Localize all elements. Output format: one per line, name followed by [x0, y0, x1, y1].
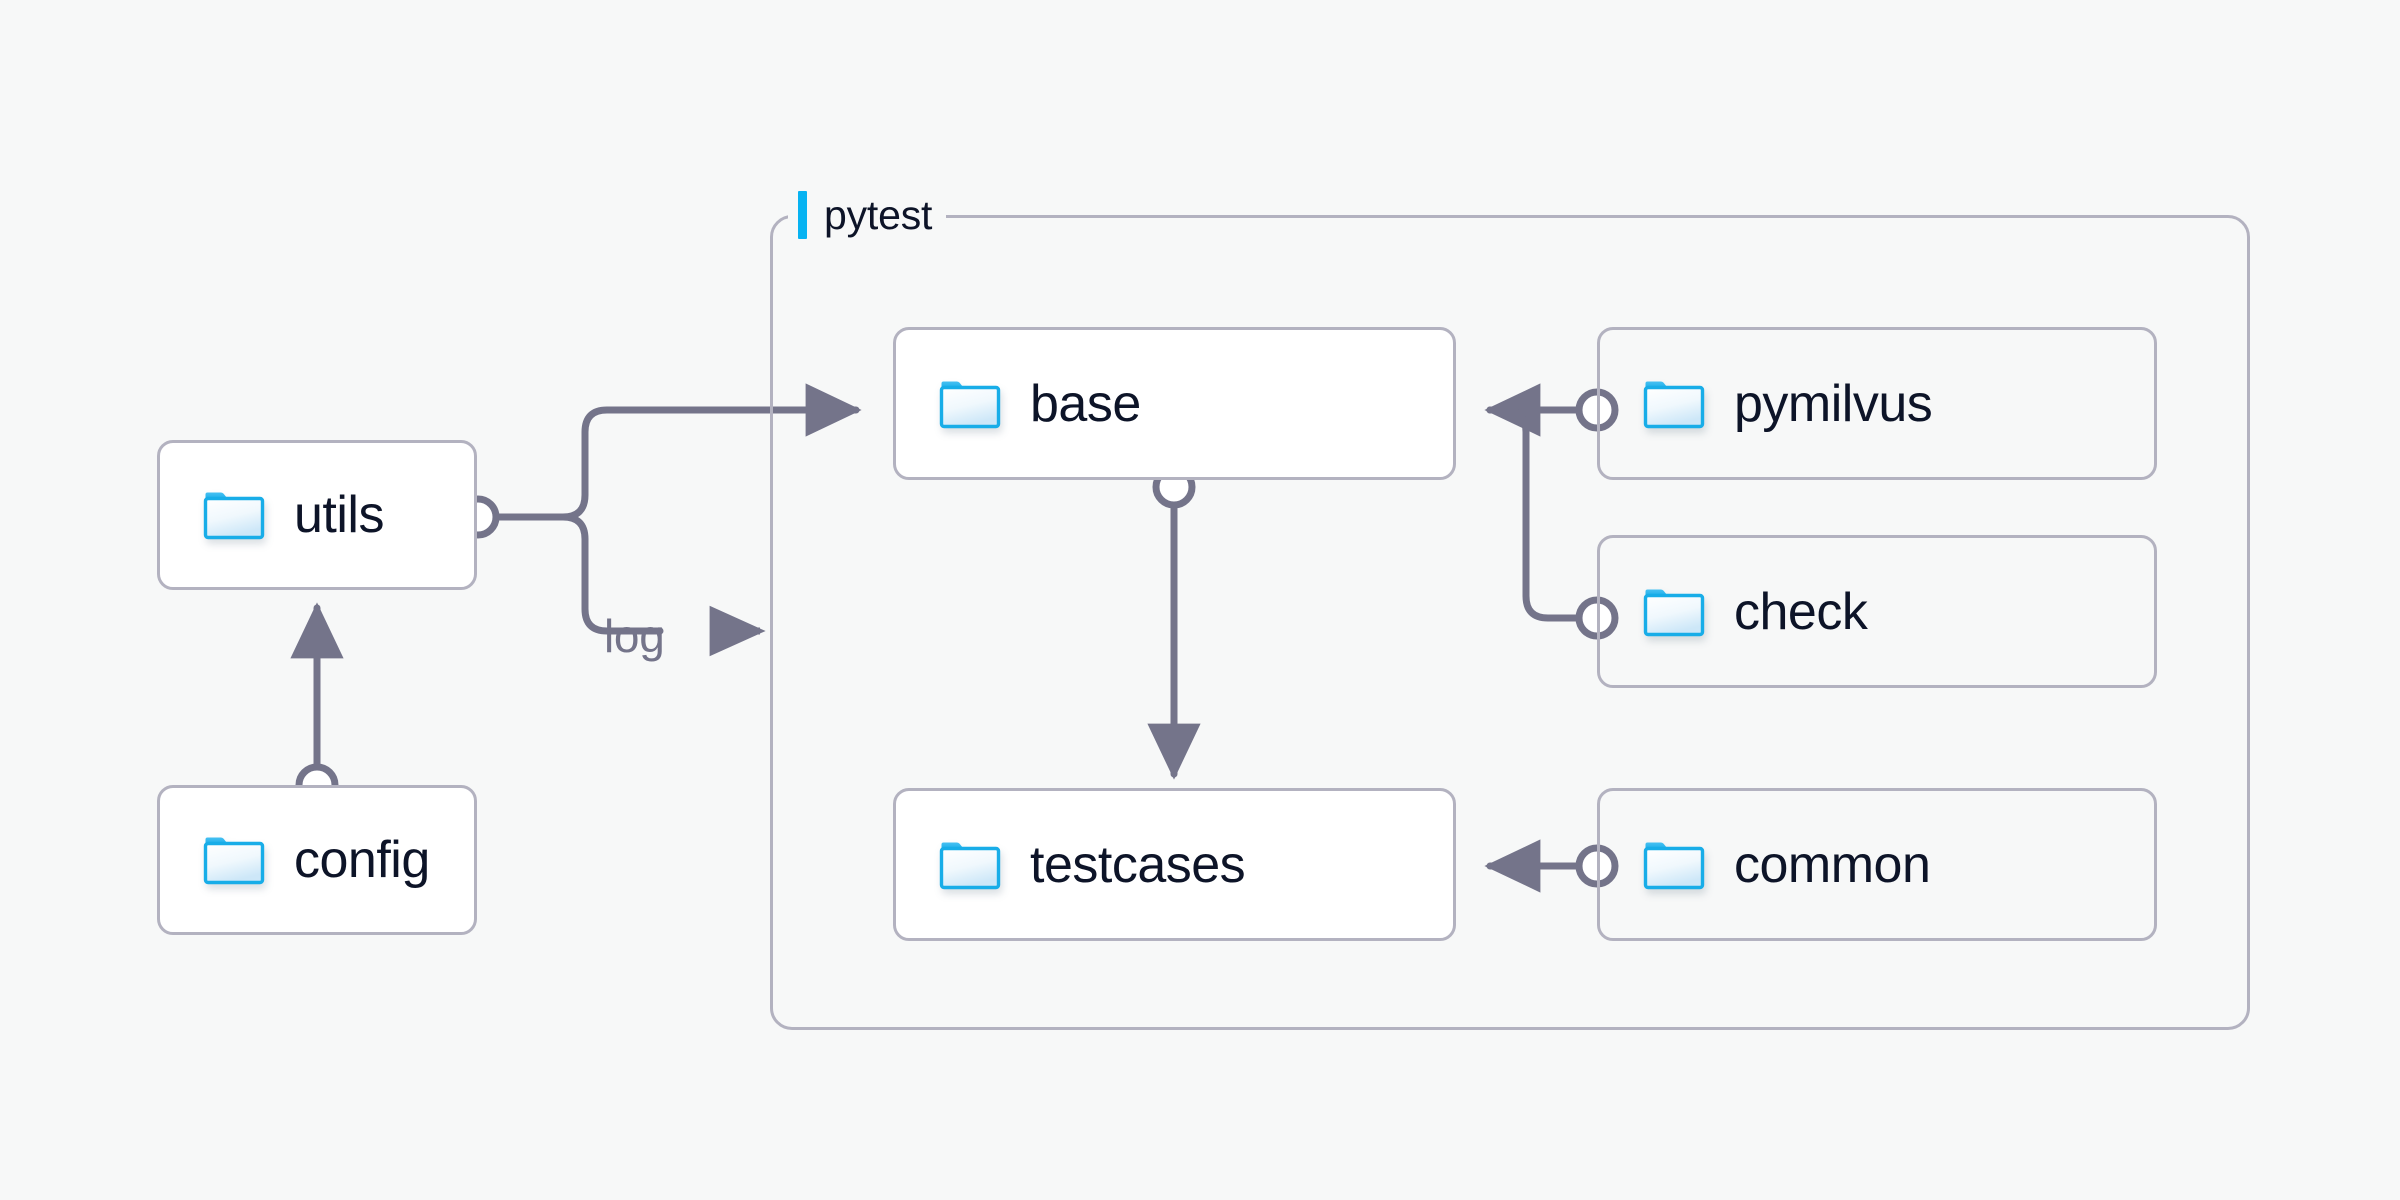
- accent-bar-icon: [798, 191, 807, 239]
- node-common[interactable]: common: [1597, 788, 2157, 941]
- folder-icon: [938, 378, 1002, 430]
- node-label: testcases: [1030, 835, 1246, 894]
- node-label: config: [294, 831, 430, 889]
- folder-icon: [1642, 839, 1706, 891]
- folder-icon: [202, 834, 266, 886]
- node-label: utils: [294, 486, 384, 544]
- node-label: pymilvus: [1734, 374, 1933, 433]
- folder-icon: [202, 489, 266, 541]
- node-base[interactable]: base: [893, 327, 1456, 480]
- group-container-pytest[interactable]: [770, 215, 2250, 1030]
- folder-icon: [1642, 586, 1706, 638]
- group-title: pytest: [824, 191, 933, 238]
- node-check[interactable]: check: [1597, 535, 2157, 688]
- node-pymilvus[interactable]: pymilvus: [1597, 327, 2157, 480]
- edge-label-log: log: [604, 610, 665, 662]
- folder-icon: [1642, 378, 1706, 430]
- node-label: base: [1030, 374, 1141, 433]
- group-label-pytest: pytest: [788, 187, 947, 243]
- folder-icon: [938, 839, 1002, 891]
- edge-utils-to-log: [489, 513, 664, 635]
- node-label: common: [1734, 835, 1931, 894]
- node-config[interactable]: config: [157, 785, 477, 935]
- node-utils[interactable]: utils: [157, 440, 477, 590]
- edge-check-to-base: [1486, 406, 1584, 622]
- node-label: check: [1734, 582, 1868, 641]
- node-testcases[interactable]: testcases: [893, 788, 1456, 941]
